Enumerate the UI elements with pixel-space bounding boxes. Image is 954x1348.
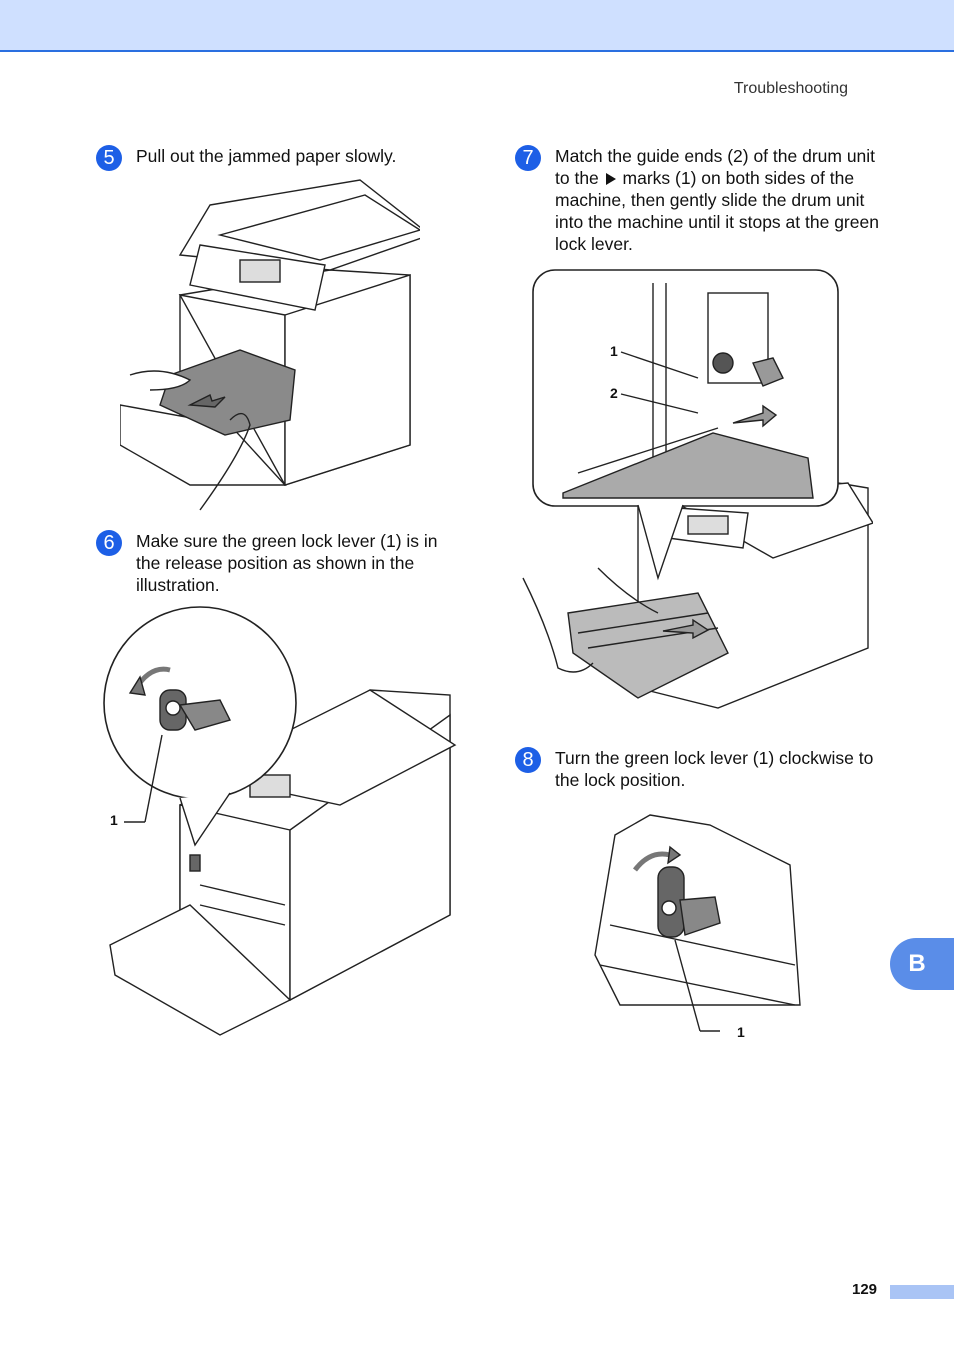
running-header: Troubleshooting [733,80,848,97]
step-instruction: Pull out the jammed paper slowly. [136,146,397,166]
callout-lever: 1 [110,812,118,828]
step-number-badge: 6 [96,530,122,556]
step-number-badge: 5 [96,145,122,171]
step-5: 5 Pull out the jammed paper slowly. [96,145,466,175]
step-number-badge: 7 [515,145,541,171]
callout-marks: 1 [610,343,618,359]
step-instruction-part1: Match the guide ends (2) of the drum uni… [555,146,876,188]
triangle-marker-icon [605,173,616,186]
step-number-badge: 8 [515,747,541,773]
step-instruction: Turn the green lock lever (1) clockwise … [555,748,874,790]
page-number: 129 [852,1281,878,1298]
header-band [0,0,954,52]
callout-guide-ends: 2 [610,385,618,401]
step-instruction: Match the guide ends (2) of the drum uni… [555,145,885,255]
illustration-lever-lock [590,805,805,1040]
step-7: 7 Match the guide ends (2) of the drum u… [515,145,895,260]
page-number-bar [890,1285,954,1299]
step-8: 8 Turn the green lock lever (1) clockwis… [515,747,895,795]
illustration-pull-paper [120,175,420,515]
step-6: 6 Make sure the green lock lever (1) is … [96,530,466,600]
chapter-tab[interactable]: B [890,938,954,990]
callout-lever: 1 [737,1024,745,1040]
step-instruction: Make sure the green lock lever (1) is in… [136,531,438,595]
illustration-lever-release [100,605,460,1040]
illustration-drum-insert [518,268,873,713]
step-instruction-part2: marks (1) on both sides of the machine, … [555,168,879,254]
